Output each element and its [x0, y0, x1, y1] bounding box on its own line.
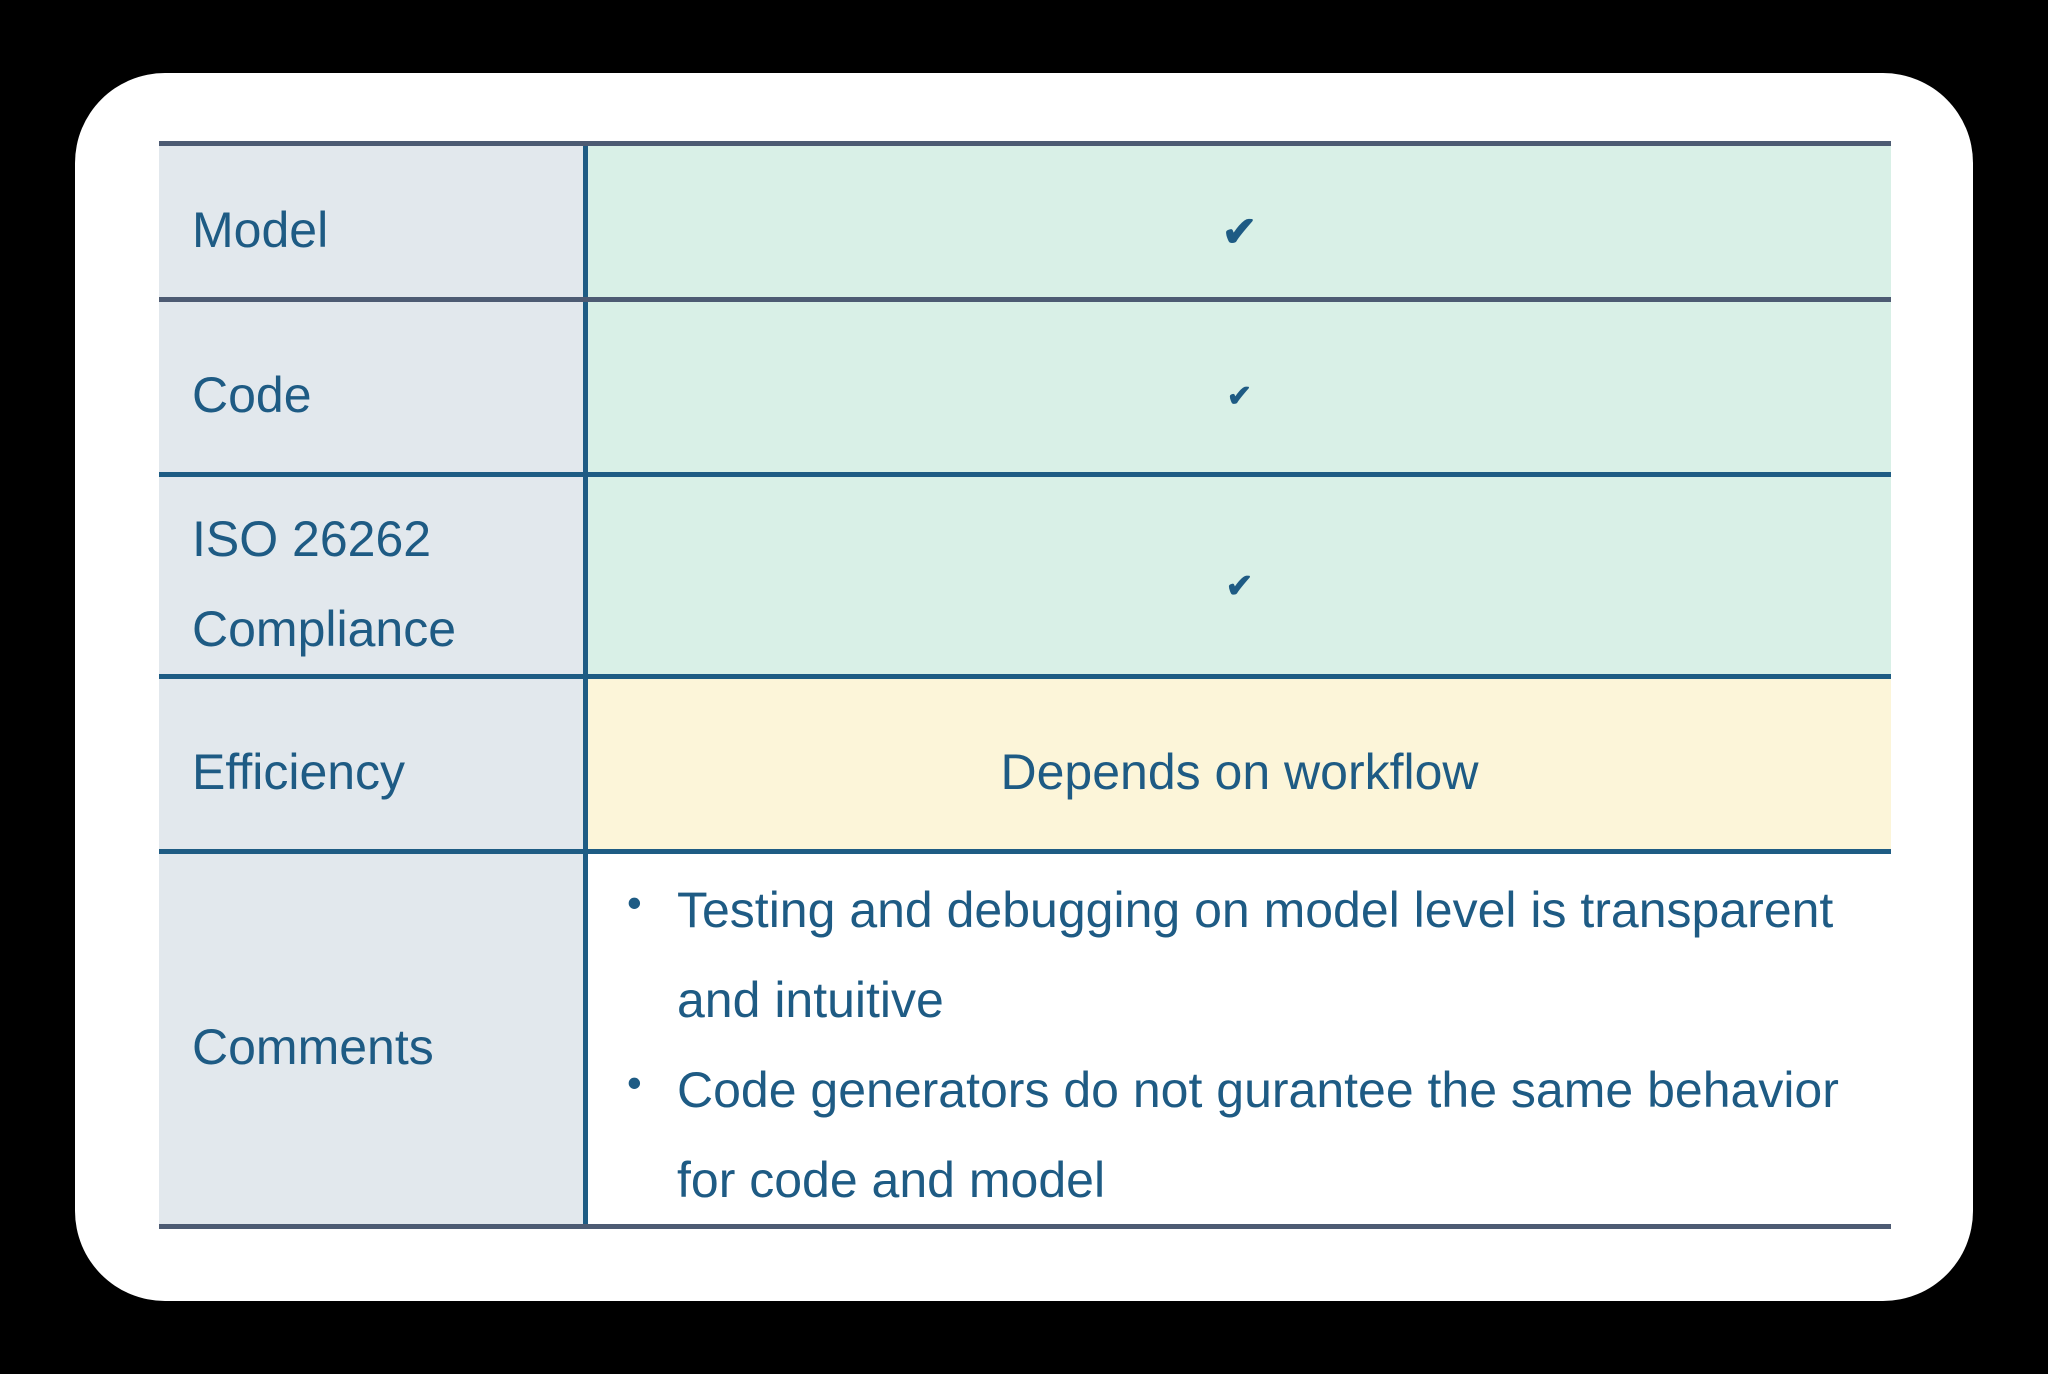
row-header-efficiency: Efficiency: [159, 679, 588, 849]
row-label: Comments: [192, 1019, 434, 1075]
bullet-icon: •: [627, 1059, 642, 1106]
row-header-model: Model: [159, 146, 588, 297]
row-header-code: Code: [159, 302, 588, 472]
table-row-model: Model ✔: [159, 141, 1891, 297]
row-label: Efficiency: [192, 744, 406, 800]
checkmark-icon: ✔: [1221, 207, 1258, 255]
table-row-efficiency: Efficiency Depends on workflow: [159, 674, 1891, 849]
table-row-code: Code ✔: [159, 297, 1891, 472]
bullet-icon: •: [627, 879, 642, 926]
row-label: Model: [192, 201, 329, 258]
efficiency-value: Depends on workflow: [1000, 744, 1479, 800]
list-item: • Code generators do not gurantee the sa…: [627, 1045, 1851, 1225]
slide-card: Model ✔ Code ✔ ISO 26262 Compliance: [75, 73, 1973, 1301]
comments-bullet-list: • Testing and debugging on model level i…: [588, 865, 1891, 1225]
list-item: • Testing and debugging on model level i…: [627, 865, 1851, 1045]
efficiency-value-cell: Depends on workflow: [588, 679, 1891, 849]
iso-value-cell: ✔: [588, 477, 1891, 674]
row-header-iso-26262-compliance: ISO 26262 Compliance: [159, 477, 588, 674]
table-row-comments: Comments • Testing and debugging on mode…: [159, 849, 1891, 1224]
comments-value-cell: • Testing and debugging on model level i…: [588, 854, 1891, 1224]
row-header-comments: Comments: [159, 854, 588, 1224]
comparison-table: Model ✔ Code ✔ ISO 26262 Compliance: [159, 141, 1891, 1229]
comment-text: Testing and debugging on model level is …: [677, 882, 1834, 1028]
comment-text: Code generators do not gurantee the same…: [677, 1062, 1839, 1208]
row-label: Code: [192, 367, 312, 423]
checkmark-icon: ✔: [1226, 380, 1253, 413]
checkmark-icon: ✔: [1225, 567, 1254, 604]
model-value-cell: ✔: [588, 146, 1891, 297]
row-label: ISO 26262 Compliance: [192, 510, 457, 657]
table-row-iso-26262-compliance: ISO 26262 Compliance ✔: [159, 472, 1891, 674]
code-value-cell: ✔: [588, 302, 1891, 472]
